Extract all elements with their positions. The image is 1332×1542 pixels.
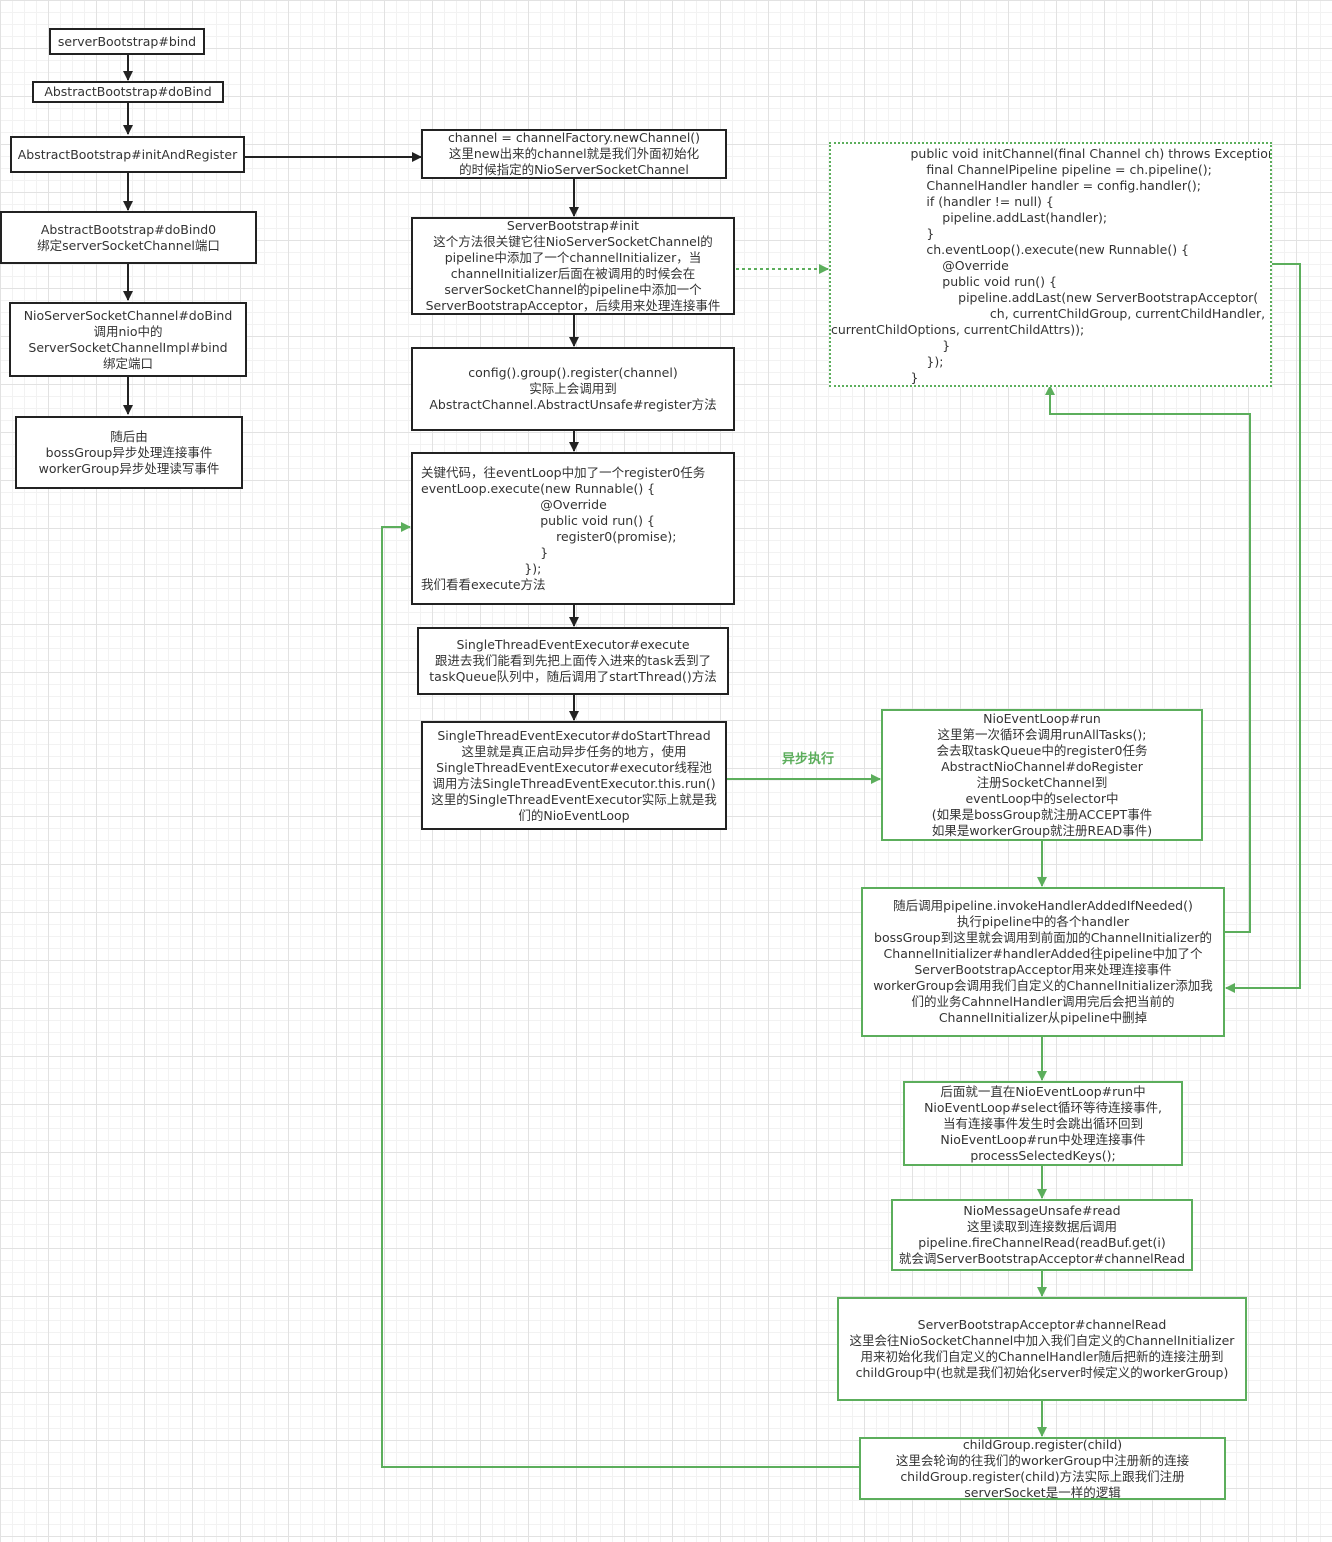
node-niorun: NioEventLoop#run 这里第一次循环会调用runAllTasks()… (881, 709, 1203, 841)
node-bind: serverBootstrap#bind (49, 28, 205, 55)
node-dobind0: AbstractBootstrap#doBind0 绑定serverSocket… (0, 211, 257, 264)
node-acceptorread: ServerBootstrapAcceptor#channelRead 这里会往… (837, 1297, 1247, 1401)
node-execute: SingleThreadEventExecutor#execute 跟进去我们能… (417, 627, 729, 695)
node-sbinit: ServerBootstrap#init 这个方法很关键它往NioServerS… (411, 217, 735, 315)
node-invokehandler: 随后调用pipeline.invokeHandlerAddedIfNeeded(… (861, 887, 1225, 1037)
node-newchannel: channel = channelFactory.newChannel() 这里… (421, 129, 727, 179)
node-selectloop: 后面就一直在NioEventLoop#run中 NioEventLoop#sel… (903, 1081, 1183, 1166)
node-dostartthread: SingleThreadEventExecutor#doStartThread … (421, 721, 727, 830)
node-dobind: AbstractBootstrap#doBind (32, 81, 224, 103)
node-initchannel-code: public void initChannel(final Channel ch… (829, 142, 1272, 387)
node-unsaferead: NioMessageUnsafe#read 这里读取到连接数据后调用 pipel… (891, 1199, 1193, 1271)
node-keycode: 关键代码，往eventLoop中加了一个register0任务 eventLoo… (411, 452, 735, 605)
node-childregister: childGroup.register(child) 这里会轮询的往我们的wor… (859, 1437, 1226, 1500)
edge-invokehandler-initchannel (1045, 385, 1251, 933)
node-niodobind: NioServerSocketChannel#doBind 调用nio中的 Se… (9, 302, 247, 377)
edge-childregister-keycode (381, 522, 860, 1468)
node-afterwards: 随后由 bossGroup异步处理连接事件 workerGroup异步处理读写事… (15, 416, 243, 489)
node-initandregister: AbstractBootstrap#initAndRegister (10, 136, 245, 173)
node-register: config().group().register(channel) 实际上会调… (411, 347, 735, 431)
edge-initchannel-invokehandler (1225, 263, 1301, 993)
edge-label-async: 异步执行 (782, 752, 835, 767)
